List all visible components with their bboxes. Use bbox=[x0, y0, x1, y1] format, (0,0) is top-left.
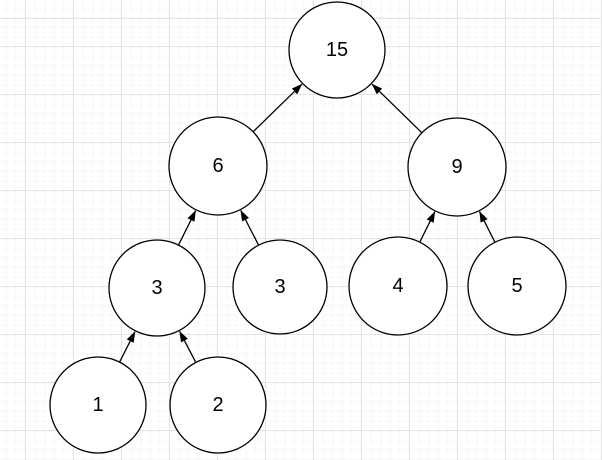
edge-arrow-node-4-to-node-9[interactable] bbox=[419, 211, 436, 243]
node-3-left-circle[interactable] bbox=[108, 239, 206, 337]
node-15-circle[interactable] bbox=[288, 1, 386, 99]
node-4-circle[interactable] bbox=[348, 236, 448, 336]
node-2-label: 2 bbox=[212, 394, 223, 416]
tree-node-1[interactable]: 1 bbox=[49, 356, 147, 454]
edge-arrow-node-6-to-node-15[interactable] bbox=[252, 83, 303, 133]
edge-arrow-node-1-to-node-3-left[interactable] bbox=[119, 331, 136, 363]
tree-node-9[interactable]: 9 bbox=[407, 117, 507, 217]
node-4-label: 4 bbox=[392, 275, 403, 297]
nodes-layer: 15 6 9 3 3 4 5 1 2 bbox=[49, 1, 567, 454]
node-9-circle[interactable] bbox=[407, 117, 507, 217]
edge-arrow-node-5-to-node-9[interactable] bbox=[478, 211, 496, 243]
tree-node-3-left[interactable]: 3 bbox=[108, 239, 206, 337]
node-1-label: 1 bbox=[92, 394, 103, 416]
node-2-circle[interactable] bbox=[169, 356, 267, 454]
node-1-circle[interactable] bbox=[49, 356, 147, 454]
node-3-right-circle[interactable] bbox=[232, 239, 328, 335]
node-6-circle[interactable] bbox=[168, 116, 268, 216]
node-9-label: 9 bbox=[451, 156, 462, 178]
tree-node-2[interactable]: 2 bbox=[169, 356, 267, 454]
tree-node-3-right[interactable]: 3 bbox=[232, 239, 328, 335]
tree-node-15[interactable]: 15 bbox=[288, 1, 386, 99]
tree-node-4[interactable]: 4 bbox=[348, 236, 448, 336]
tree-node-5[interactable]: 5 bbox=[467, 236, 567, 336]
node-6-label: 6 bbox=[212, 155, 223, 177]
edge-arrow-node-2-to-node-3-left[interactable] bbox=[179, 330, 197, 363]
edges-layer bbox=[119, 83, 496, 363]
edge-arrow-node-3-right-to-node-6[interactable] bbox=[240, 209, 260, 246]
node-5-label: 5 bbox=[511, 275, 522, 297]
edge-arrow-node-9-to-node-15[interactable] bbox=[371, 83, 423, 134]
tree-node-6[interactable]: 6 bbox=[168, 116, 268, 216]
node-3-right-label: 3 bbox=[274, 276, 285, 298]
node-3-left-label: 3 bbox=[151, 277, 162, 299]
node-5-circle[interactable] bbox=[467, 236, 567, 336]
node-15-label: 15 bbox=[326, 39, 348, 61]
edge-arrow-node-3-left-to-node-6[interactable] bbox=[177, 210, 197, 246]
